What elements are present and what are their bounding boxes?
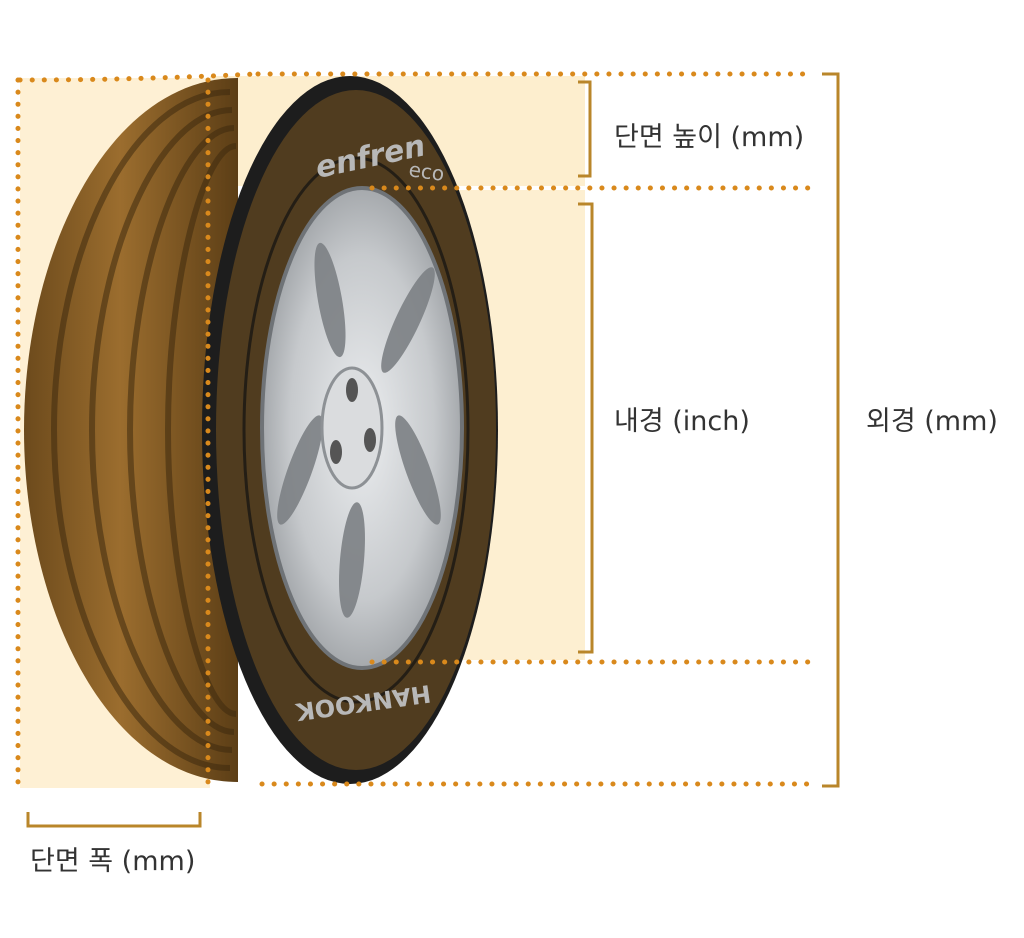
inner-diameter-bracket: [578, 202, 594, 654]
section-height-label: 단면 높이 (mm): [614, 122, 805, 153]
dotted-guides: [15, 71, 815, 793]
tire-tread: [24, 78, 238, 782]
section-height-bracket: [578, 80, 592, 178]
width-top-guide: [17, 71, 259, 83]
outer-diameter-bracket: [822, 72, 840, 788]
section-width-label: 단면 폭 (mm): [30, 846, 196, 877]
sidewall-model-text: eco: [407, 157, 446, 186]
section-width-bracket: [26, 812, 202, 828]
inner-diameter-label: 내경 (inch): [614, 406, 750, 437]
dimension-brackets: [26, 72, 840, 828]
outer-diameter-label: 외경 (mm): [866, 406, 998, 437]
wheel-spokes: [277, 242, 441, 618]
